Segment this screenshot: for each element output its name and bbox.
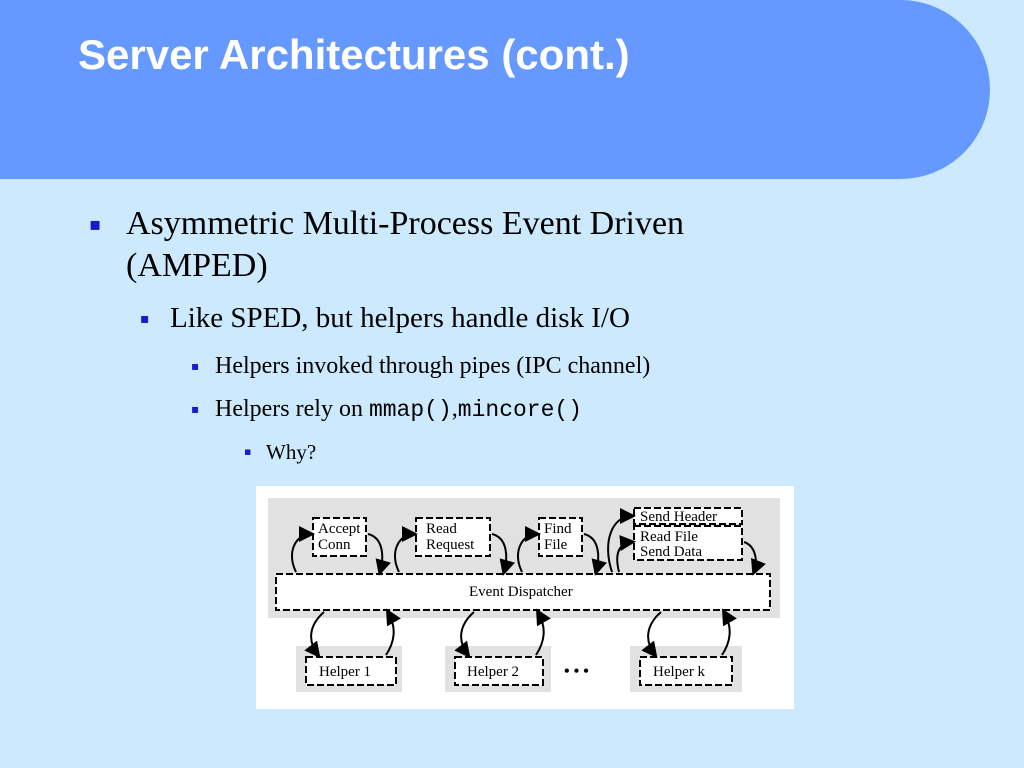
bullet-level2-sped: ▪ Like SPED, but helpers handle disk I/O xyxy=(140,301,630,336)
stage-find-line2: File xyxy=(544,537,568,553)
stage-find-line1: Find xyxy=(544,521,572,537)
code-mmap: mmap() xyxy=(368,397,452,423)
bullet-level4-why: ▪ Why? xyxy=(244,439,317,465)
stage-box-send-header: Send Header xyxy=(633,507,743,525)
bullet-level3-mmap: ▪ Helpers rely on mmap(),mincore() xyxy=(191,394,583,425)
bullet-text-line1: Asymmetric Multi-Process Event Driven xyxy=(126,205,685,242)
helper-ellipsis: • • • xyxy=(564,663,589,680)
bullet-marker-icon: ▪ xyxy=(191,402,200,416)
stage-send-data: Send Data xyxy=(640,544,702,560)
title-banner: Server Architectures (cont.) xyxy=(0,0,990,179)
event-dispatcher-box: Event Dispatcher xyxy=(275,573,771,611)
helper-2-label: Helper 2 xyxy=(467,664,519,680)
stage-read-file: Read File xyxy=(640,529,698,545)
bullet-marker-icon: ▪ xyxy=(191,359,200,373)
code-mincore: mincore() xyxy=(457,397,583,423)
amped-diagram-svg: Accept Conn Read Request Find File Send … xyxy=(268,498,780,692)
helper-k-label: Helper k xyxy=(653,664,706,680)
helper-box-1: Helper 1 xyxy=(296,646,402,692)
stage-box-read-send: Read File Send Data xyxy=(633,525,743,561)
code-separator: , xyxy=(451,396,458,422)
bullet-marker-icon: ▪ xyxy=(140,311,150,327)
stage-accept-line1: Accept xyxy=(318,521,361,537)
bullet-level1-amped: ▪ Asymmetric Multi-Process Event Driven … xyxy=(89,203,685,287)
stage-send-header: Send Header xyxy=(640,509,717,525)
stage-read-line2: Request xyxy=(426,537,475,553)
stage-box-find-file: Find File xyxy=(538,517,583,557)
stage-box-read-request: Read Request xyxy=(415,517,491,557)
helper-1-label: Helper 1 xyxy=(319,664,371,680)
bullet-marker-icon: ▪ xyxy=(89,214,102,235)
bullet-text: Why? xyxy=(266,440,317,464)
helper-box-k: Helper k xyxy=(630,646,742,692)
stage-box-accept: Accept Conn xyxy=(312,517,367,557)
stage-read-line1: Read xyxy=(426,521,457,537)
bullet-text: Like SPED, but helpers handle disk I/O xyxy=(170,302,630,334)
event-dispatcher-label: Event Dispatcher xyxy=(469,584,573,600)
stage-accept-line2: Conn xyxy=(318,537,351,553)
bullet-text: Helpers rely on xyxy=(215,396,369,422)
helper-box-2: Helper 2 xyxy=(445,646,551,692)
slide-title: Server Architectures (cont.) xyxy=(78,31,630,78)
stage-arrows xyxy=(291,508,766,576)
bullet-marker-icon: ▪ xyxy=(244,445,252,458)
bullet-level3-pipes: ▪ Helpers invoked through pipes (IPC cha… xyxy=(191,351,651,381)
helper-arrows xyxy=(304,608,737,659)
amped-diagram: Accept Conn Read Request Find File Send … xyxy=(256,486,794,709)
bullet-text-line2: (AMPED) xyxy=(126,247,268,284)
bullet-text: Helpers invoked through pipes (IPC chann… xyxy=(215,353,651,379)
